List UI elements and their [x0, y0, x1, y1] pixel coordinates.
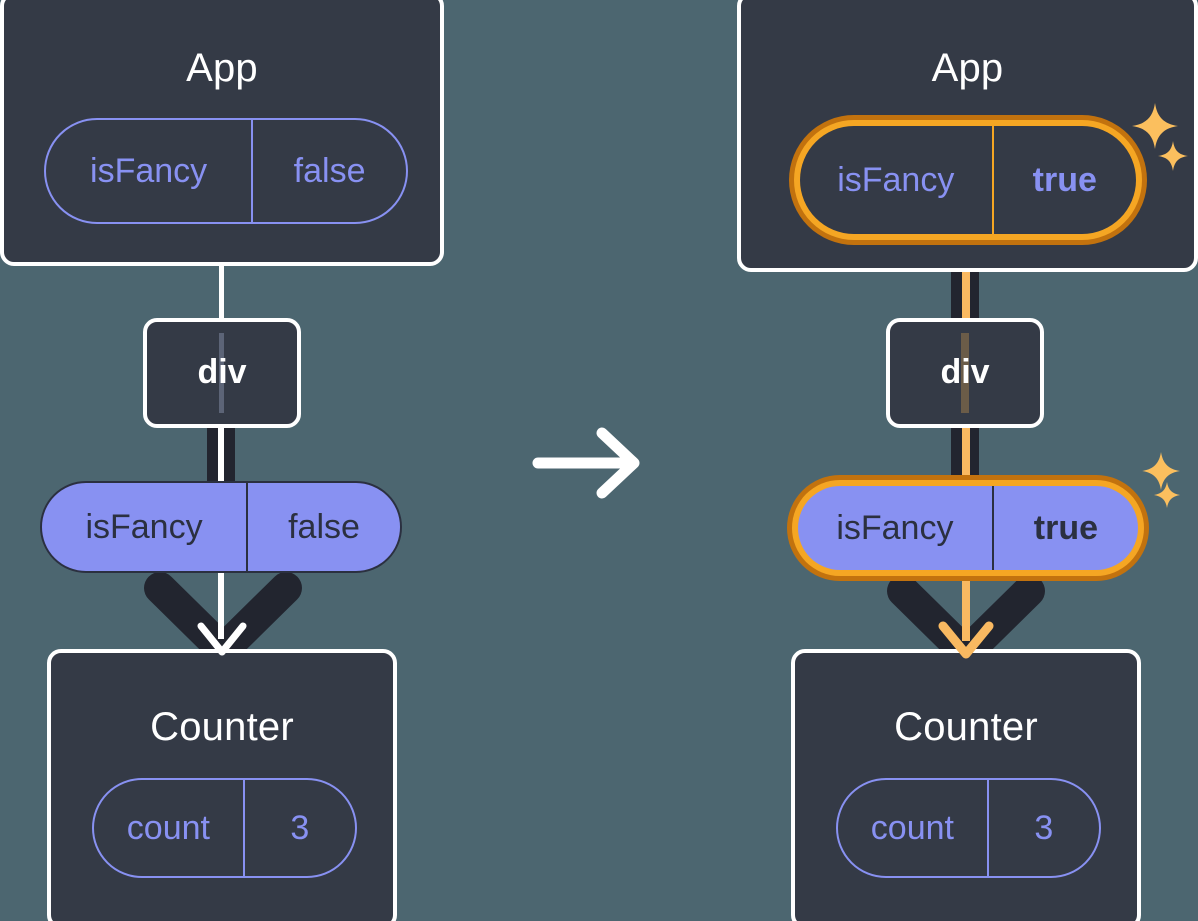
- right-counter-state-key: count: [870, 808, 954, 847]
- sparkle-small-icon: [1158, 141, 1188, 171]
- sparkle-small-icon-2: [1154, 482, 1180, 508]
- right-app-state-value: true: [991, 126, 1136, 234]
- sparkle-large-icon: [1132, 103, 1178, 149]
- left-prop-pill[interactable]: isFancy false: [40, 481, 402, 573]
- right-app-pill-core: isFancy true: [800, 126, 1136, 234]
- right-prop-value: true: [991, 486, 1138, 570]
- left-div-label: div: [197, 353, 247, 391]
- right-counter-state-value: 3: [986, 780, 1099, 876]
- left-app-title: App: [186, 46, 258, 90]
- right-div-label: div: [940, 353, 990, 391]
- left-counter-box: Counter count 3: [47, 649, 397, 921]
- right-connector-core-top: [962, 222, 970, 322]
- left-counter-state-pill[interactable]: count 3: [92, 778, 357, 878]
- left-app-state-value: false: [251, 120, 406, 222]
- right-counter-state-pill[interactable]: count 3: [836, 778, 1101, 878]
- left-prop-value: false: [246, 483, 400, 571]
- right-app-pill-ring-inner: isFancy true: [794, 120, 1142, 240]
- right-arrow-icon: [532, 427, 640, 499]
- left-prop-key: isFancy: [85, 507, 203, 546]
- right-connector-core-upper: [962, 425, 970, 485]
- right-app-state-pill[interactable]: isFancy true: [789, 115, 1147, 245]
- right-div-inner-line: [961, 333, 969, 413]
- left-app-box: App isFancy false: [0, 0, 444, 266]
- left-app-state-key: isFancy: [90, 151, 208, 190]
- sparkle-large-icon-2: [1142, 452, 1180, 490]
- left-counter-state-value: 3: [242, 780, 355, 876]
- left-connector-app-to-div: [219, 262, 224, 320]
- right-counter-title: Counter: [894, 705, 1038, 749]
- left-div-inner-line: [219, 333, 224, 413]
- right-prop-pill[interactable]: isFancy true: [787, 475, 1149, 581]
- left-connector-core-upper: [218, 425, 224, 485]
- right-counter-box: Counter count 3: [791, 649, 1141, 921]
- right-app-title: App: [931, 46, 1004, 90]
- right-prop-key: isFancy: [836, 508, 954, 547]
- left-app-state-pill[interactable]: isFancy false: [44, 118, 408, 224]
- left-counter-state-key: count: [126, 808, 210, 847]
- right-app-state-key: isFancy: [837, 160, 955, 199]
- left-arrowhead: [197, 622, 247, 656]
- right-arrowhead: [938, 621, 994, 659]
- left-counter-title: Counter: [150, 705, 294, 749]
- right-prop-pill-ring-inner: isFancy true: [792, 480, 1144, 576]
- right-prop-pill-core: isFancy true: [798, 486, 1138, 570]
